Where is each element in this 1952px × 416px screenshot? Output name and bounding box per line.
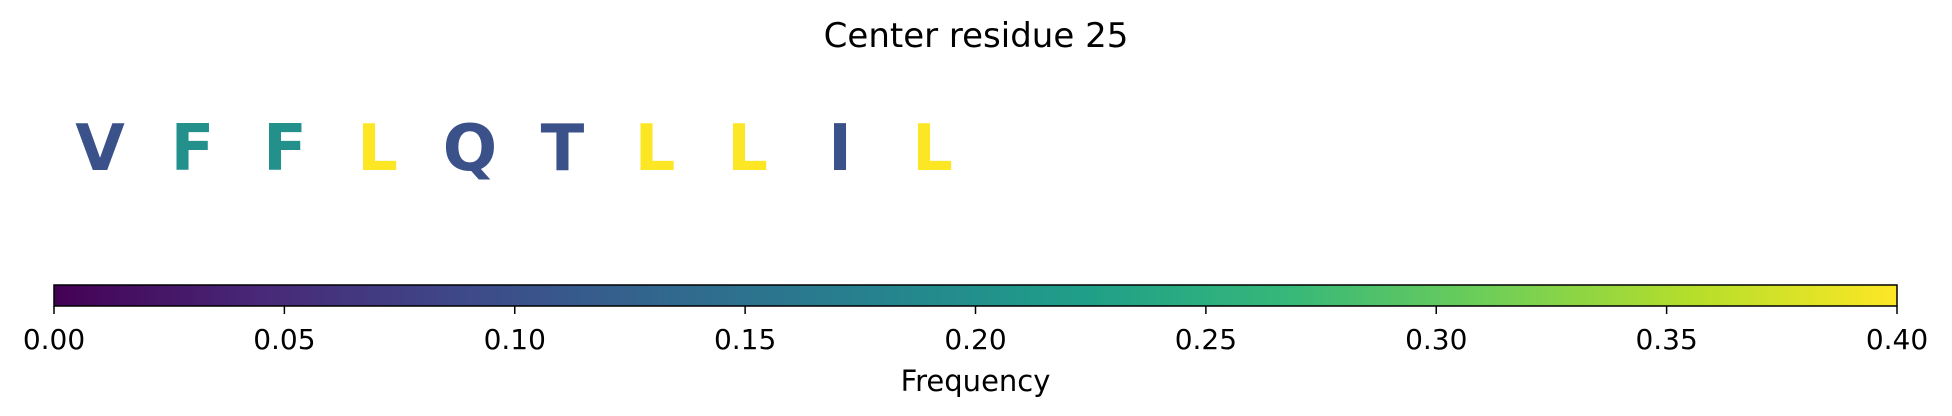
- colorbar-tick-label: 0.15: [714, 323, 776, 356]
- residue-letter: V: [75, 112, 125, 186]
- colorbar-tick-label: 0.25: [1175, 323, 1237, 356]
- residue-letter: Q: [443, 112, 497, 186]
- colorbar: 0.00 0.05 0.10 0.15 0.20 0.25 0.30 0.35 0.40 Fre…: [23, 284, 1928, 398]
- colorbar-gradient: [53, 284, 1898, 307]
- residue-letter: L: [912, 112, 953, 186]
- residue-letter: I: [828, 112, 852, 186]
- colorbar-tick-label: 0.05: [253, 323, 315, 356]
- colorbar-tick-label: 0.30: [1405, 323, 1467, 356]
- residue-letter: F: [263, 112, 307, 186]
- colorbar-tick-label: 0.20: [944, 323, 1006, 356]
- colorbar-label: Frequency: [901, 364, 1051, 398]
- residue-letter: L: [727, 112, 768, 186]
- chart-title: Center residue 25: [824, 16, 1129, 56]
- colorbar-ticks: 0.00 0.05 0.10 0.15 0.20 0.25 0.30 0.35 0.40: [23, 306, 1928, 356]
- colorbar-tick-label: 0.10: [484, 323, 546, 356]
- residue-letter: L: [357, 112, 398, 186]
- colorbar-tick-label: 0.40: [1866, 323, 1928, 356]
- residue-letter: L: [635, 112, 676, 186]
- colorbar-tick-label: 0.35: [1635, 323, 1697, 356]
- residue-letter: T: [541, 112, 585, 186]
- residue-letter: F: [171, 112, 215, 186]
- colorbar-tick-label: 0.00: [23, 323, 85, 356]
